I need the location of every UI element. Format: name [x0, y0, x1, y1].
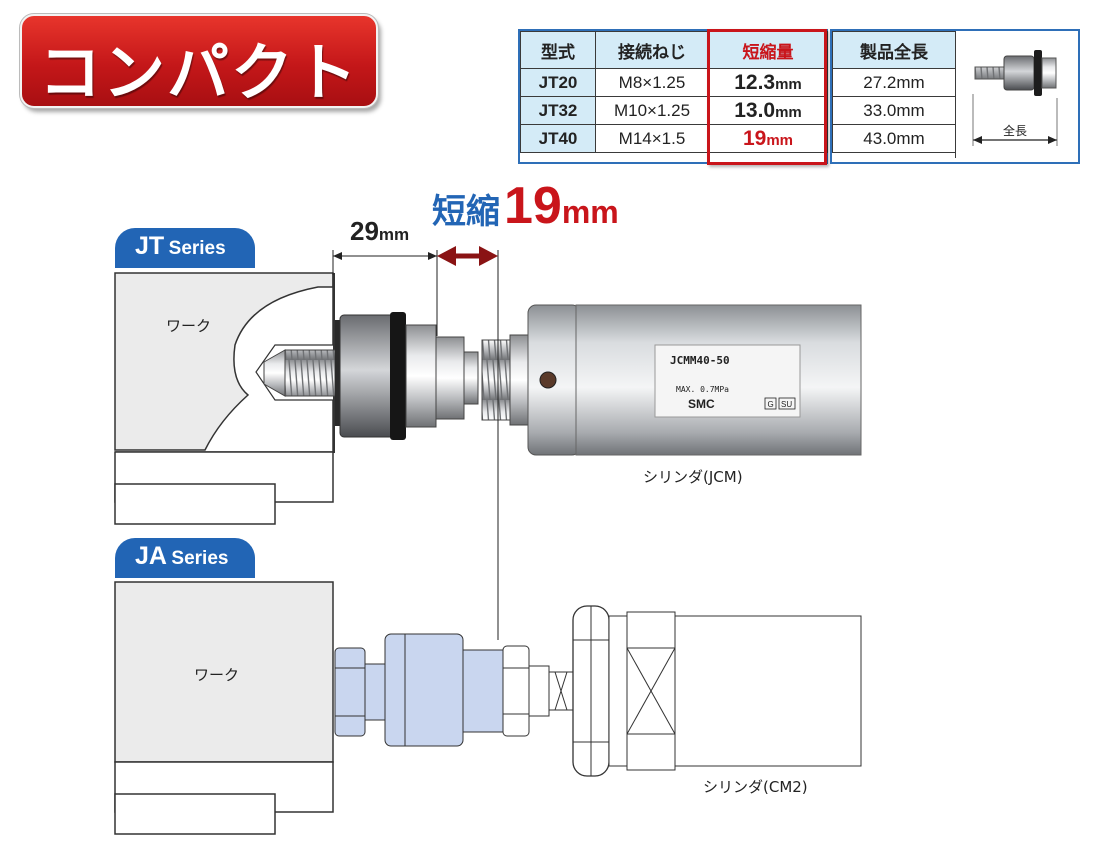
- length-table: 製品全長 27.2mm 33.0mm 43.0mm: [832, 31, 956, 153]
- shortening-unit: mm: [561, 194, 619, 230]
- ja-cylinder-label: シリンダ(CM2): [703, 778, 808, 796]
- cell-thread: M14×1.5: [595, 124, 709, 153]
- col-header-thread: 接続ねじ: [595, 31, 709, 69]
- length-table-frame: [830, 29, 1080, 164]
- cell-length: 33.0mm: [832, 96, 956, 125]
- cell-model: JT32: [520, 96, 596, 125]
- length-dimension-unit: mm: [378, 225, 410, 244]
- cell-length: 43.0mm: [832, 124, 956, 153]
- table-row: 43.0mm: [832, 124, 956, 153]
- product-photo: [972, 50, 1058, 146]
- cell-shortening-unit: mm: [775, 75, 802, 93]
- product-length-label: 全長: [1003, 124, 1028, 138]
- length-dimension: 29mm: [350, 216, 409, 247]
- dimension-lines: [332, 246, 499, 640]
- length-dimension-num: 29: [350, 216, 379, 246]
- jt-plate-brand: SMC: [688, 397, 715, 411]
- jt-plate-pressure: MAX. 0.7MPa: [676, 385, 729, 394]
- ja-workpiece: [114, 581, 334, 835]
- jt-cylinder: [481, 304, 862, 456]
- jt-fitting: [263, 312, 479, 440]
- shortening-word: 短縮: [432, 193, 500, 231]
- ja-work-label: ワーク: [194, 666, 240, 684]
- cell-shortening-unit: mm: [766, 131, 794, 149]
- jt-plate-mark2: SU: [781, 400, 792, 409]
- cell-shortening-num: 13.0: [734, 98, 776, 122]
- table-row: JT20 M8×1.25 12.3mm: [520, 68, 828, 97]
- jt-plate-model: JCMM40-50: [670, 354, 730, 367]
- cell-model: JT20: [520, 68, 596, 97]
- col-header-length: 製品全長: [832, 31, 956, 69]
- cell-shortening: 12.3mm: [708, 68, 828, 97]
- table-row: 27.2mm: [832, 68, 956, 97]
- cell-thread: M8×1.25: [595, 68, 709, 97]
- jt-cylinder-label: シリンダ(JCM): [643, 468, 743, 486]
- shortening-num: 19: [504, 177, 562, 235]
- ja-cylinder: [572, 605, 862, 777]
- cell-shortening-num: 12.3: [734, 70, 776, 94]
- ja-series-main: JA: [135, 542, 167, 570]
- shortening-callout: 短縮19mm: [432, 176, 619, 236]
- table-row: 33.0mm: [832, 96, 956, 125]
- cell-shortening-num: 19: [742, 126, 767, 150]
- ja-fitting: [334, 633, 574, 747]
- title-badge: コンパクト: [19, 13, 379, 109]
- shortening-highlight: [707, 29, 827, 165]
- cell-shortening: 19mm: [708, 124, 828, 153]
- spec-table: 型式 接続ねじ 短縮量 JT20 M8×1.25 12.3mm JT32 M10…: [520, 31, 828, 153]
- ja-series-tab: JA Series: [115, 538, 255, 578]
- ja-series-sub: Series: [171, 548, 229, 569]
- table-row: JT40 M14×1.5 19mm: [520, 124, 828, 153]
- jt-plate-mark1: G: [768, 400, 774, 409]
- jt-series-main: JT: [135, 232, 165, 260]
- jt-series-sub: Series: [168, 238, 226, 259]
- jt-work-label: ワーク: [166, 317, 212, 335]
- cell-length: 27.2mm: [832, 68, 956, 97]
- cell-shortening-unit: mm: [775, 103, 802, 121]
- cell-model: JT40: [520, 124, 596, 153]
- product-photo-cell: [955, 31, 1076, 158]
- jt-workpiece: [114, 272, 335, 525]
- title-badge-text: コンパクト: [38, 36, 359, 109]
- jt-series-tab: JT Series: [115, 228, 255, 268]
- length-table-header-row: 製品全長: [832, 31, 956, 69]
